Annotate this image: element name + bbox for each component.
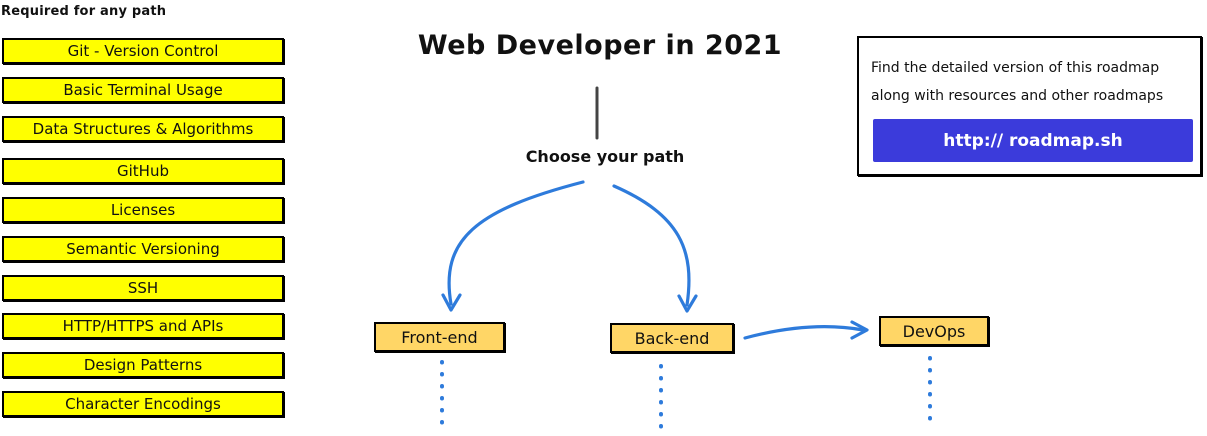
arrowhead-frontend <box>441 293 462 312</box>
topic-character-encodings[interactable]: Character Encodings <box>2 391 284 417</box>
topic-semantic-versioning[interactable]: Semantic Versioning <box>2 236 284 262</box>
info-line-2: along with resources and other roadmaps <box>871 88 1164 104</box>
arrow-to-frontend <box>447 180 585 306</box>
path-backend[interactable]: Back-end <box>610 323 734 353</box>
topic-ssh[interactable]: SSH <box>2 275 284 301</box>
topic-http-https-apis[interactable]: HTTP/HTTPS and APIs <box>2 313 284 339</box>
topic-data-structures-algorithms[interactable]: Data Structures & Algorithms <box>2 116 284 142</box>
roadmap-link-button[interactable]: http:// roadmap.sh <box>873 119 1193 162</box>
arrowhead-devops <box>850 320 869 340</box>
arrowhead-backend <box>677 294 698 313</box>
topic-git-version-control[interactable]: Git - Version Control <box>2 38 284 64</box>
info-panel: Find the detailed version of this roadma… <box>857 36 1202 176</box>
topic-basic-terminal-usage[interactable]: Basic Terminal Usage <box>2 77 284 103</box>
required-section-title: Required for any path <box>1 4 167 19</box>
info-text: Find the detailed version of this roadma… <box>871 54 1196 110</box>
topic-design-patterns[interactable]: Design Patterns <box>2 352 284 378</box>
topic-github[interactable]: GitHub <box>2 158 284 184</box>
page-title: Web Developer in 2021 <box>417 30 783 61</box>
choose-path-label: Choose your path <box>525 147 685 166</box>
arrow-to-backend <box>612 184 691 307</box>
info-line-1: Find the detailed version of this roadma… <box>871 60 1160 76</box>
path-devops[interactable]: DevOps <box>879 316 989 346</box>
arrow-to-devops <box>743 325 865 340</box>
path-frontend[interactable]: Front-end <box>374 322 505 352</box>
topic-licenses[interactable]: Licenses <box>2 197 284 223</box>
